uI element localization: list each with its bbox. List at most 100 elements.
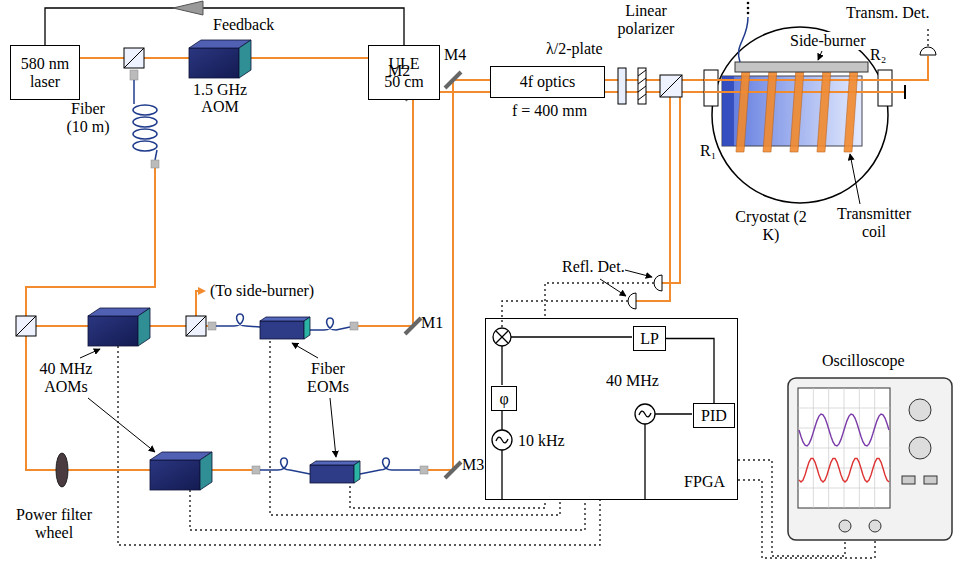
fiber (151, 160, 159, 168)
aom-crystal (183, 38, 257, 80)
optics-label: 4f optics (520, 73, 576, 91)
fpga-internals (496, 437, 508, 443)
leader-line (600, 279, 626, 296)
oscilloscope (909, 437, 931, 459)
fpga-internals (501, 410, 502, 430)
fiber (130, 70, 428, 474)
part-label: Oscilloscope (822, 352, 905, 370)
fpga-box: FPGALPφPID (485, 318, 738, 500)
coil-band (817, 68, 831, 152)
oscilloscope (839, 520, 851, 532)
coil-band (763, 68, 777, 152)
beam-splitter (660, 75, 682, 97)
beam-arrow (198, 287, 206, 295)
leader-line (818, 51, 822, 60)
oscilloscope (798, 388, 890, 508)
fiber (310, 318, 350, 330)
polarizer-hatch (638, 78, 646, 84)
part-label: R₁ (700, 142, 716, 160)
leader-line (80, 51, 860, 457)
scope-grid (798, 408, 890, 409)
fpga-internals (639, 411, 651, 417)
phase-box: φ (491, 386, 517, 411)
edge-label: Feedback (211, 16, 276, 34)
polarizer-hatch (638, 70, 646, 100)
oscilloscope (924, 476, 937, 484)
coil-band (844, 68, 858, 152)
mirror (405, 318, 421, 334)
signal-wire (350, 486, 545, 508)
aom-crystal (150, 452, 212, 490)
laser-beam (257, 57, 368, 59)
laser-beams (26, 336, 150, 470)
fiber (216, 314, 260, 327)
fpga-internals (493, 328, 511, 346)
oscilloscope (869, 520, 881, 532)
part-label: (To side-burner) (210, 282, 314, 300)
laser-beams (26, 168, 155, 316)
amplifier-symbol (173, 1, 203, 15)
fiber (133, 129, 157, 139)
detector (654, 275, 662, 291)
filter-box: LP (633, 326, 666, 351)
fpga-internals (635, 404, 655, 424)
window (704, 70, 718, 106)
optics-box: 4f optics (490, 66, 605, 98)
fpga-internals (501, 450, 502, 500)
fiber (252, 466, 260, 474)
laser-beam (704, 56, 928, 80)
part-label: M2 (388, 62, 410, 80)
fiber (133, 80, 135, 104)
pid-box: PID (693, 403, 735, 428)
part-label: f = 400 mm (512, 102, 587, 120)
coil-band (736, 68, 750, 152)
part-label: Power filter wheel (4, 506, 104, 541)
scope-trace (799, 459, 889, 483)
oscilloscope (788, 378, 952, 540)
laser-beams (26, 80, 722, 470)
fpga-internals (496, 331, 508, 343)
scope-grid (798, 448, 890, 449)
oscilloscope (902, 476, 915, 484)
signal-line (666, 339, 714, 404)
side-burner-fiber (747, 12, 750, 15)
detector (628, 293, 636, 309)
part-label: Fiber (10 m) (62, 100, 114, 135)
part-label: M4 (444, 46, 466, 64)
fiber (260, 458, 310, 474)
signal-wire (502, 301, 628, 328)
beam-stop (904, 85, 906, 99)
laser-beams (358, 92, 490, 326)
signal-wire (927, 26, 928, 46)
aom-unit: 1.5 GHz AOM (183, 38, 257, 116)
polarizer-hatch (638, 86, 646, 92)
filter-wheel (56, 453, 68, 487)
beam-splitter (124, 48, 144, 68)
part-label: 40 MHz (606, 372, 659, 390)
side-burner-fiber (739, 17, 748, 62)
scope-trace (799, 414, 889, 446)
side-burner-plate (735, 62, 868, 72)
detector (920, 47, 936, 55)
laser-beams (428, 80, 490, 470)
aom-crystal (88, 308, 150, 346)
fpga-internals (492, 430, 512, 450)
leader-line (330, 398, 336, 457)
coil-band (790, 68, 804, 152)
mirror (405, 72, 461, 478)
leader-line (292, 343, 318, 358)
leader-line (80, 349, 100, 358)
signal-wire (270, 341, 560, 515)
part-label: M1 (421, 314, 443, 332)
polarizer (638, 68, 646, 104)
laser-box: 580 nm laser (10, 45, 80, 100)
polarizer-hatch (638, 94, 646, 100)
beam-splitter (16, 316, 36, 336)
scope-grid (798, 488, 890, 489)
signal-line (45, 8, 404, 45)
fpga-internals (501, 346, 502, 385)
fiber (133, 117, 157, 127)
part-label: Transmitter coil (828, 205, 920, 240)
